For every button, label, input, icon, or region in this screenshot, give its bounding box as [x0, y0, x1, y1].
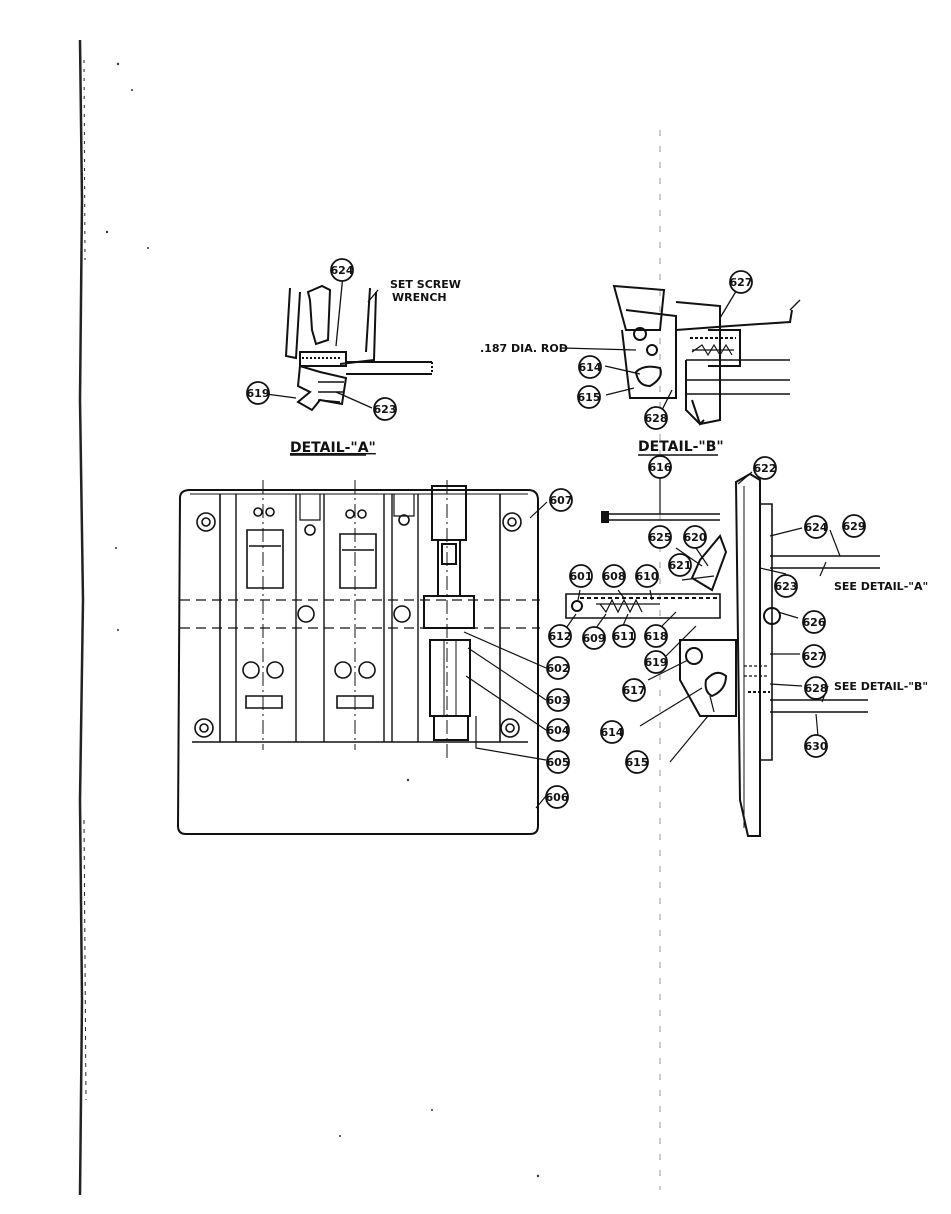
callout-circle-628 — [804, 676, 828, 700]
callout-label-627: 627 — [730, 276, 753, 289]
callout-bubbles: 624 619 623 627 614 615 628 607 602 603 604 605 606 6… — [246, 258, 866, 809]
set-screw-wrench-label-2: WRENCH — [392, 291, 447, 304]
callout-circle-615 — [577, 385, 601, 409]
callout-circle-617 — [622, 678, 646, 702]
callout-label-606: 606 — [546, 791, 569, 804]
scan-specks — [105, 62, 540, 1178]
callout-label-614: 614 — [601, 726, 624, 739]
callout-circle-625 — [648, 525, 672, 549]
callout-circle-612 — [548, 624, 572, 648]
callout-circle-611 — [612, 624, 636, 648]
callout-circle-623 — [774, 574, 798, 598]
callout-label-619: 619 — [645, 656, 668, 669]
callout-label-620: 620 — [684, 531, 707, 544]
callout-label-628: 628 — [805, 682, 828, 695]
callout-circle-605 — [546, 750, 570, 774]
set-screw-wrench-label: SET SCREW — [390, 278, 461, 291]
callout-circle-624 — [330, 258, 354, 282]
callout-circle-626 — [802, 610, 826, 634]
callout-label-605: 605 — [547, 756, 570, 769]
callout-label-611: 611 — [613, 630, 636, 643]
callout-label-617: 617 — [623, 684, 646, 697]
detail-a-title: DETAIL-"A" — [290, 440, 376, 456]
callout-label-610: 610 — [636, 570, 659, 583]
callout-label-621: 621 — [669, 559, 692, 572]
callout-circle-602 — [546, 656, 570, 680]
rod-label: .187 DIA. ROD — [480, 342, 568, 355]
callout-circle-606 — [545, 785, 569, 809]
callout-label-630: 630 — [805, 740, 828, 753]
callout-circle-619 — [644, 650, 668, 674]
callout-label-612: 612 — [549, 630, 572, 643]
callout-label-602: 602 — [547, 662, 570, 675]
callout-label-618: 618 — [645, 630, 668, 643]
callout-circle-628 — [644, 406, 668, 430]
side-view-assembly — [561, 471, 880, 837]
scan-edge-left — [78, 39, 87, 1196]
callout-label-625: 625 — [649, 531, 672, 544]
callout-label-624: 624 — [805, 521, 828, 534]
callout-circle-610 — [635, 564, 659, 588]
callout-circle-607 — [549, 488, 573, 512]
callout-label-619: 619 — [247, 387, 270, 400]
detail-b-title: DETAIL-"B" — [638, 439, 724, 455]
callout-circle-609 — [582, 626, 606, 650]
callout-circle-615 — [625, 750, 649, 774]
callout-circle-614 — [578, 355, 602, 379]
callout-circle-622 — [753, 456, 777, 480]
callout-circle-616 — [648, 455, 672, 479]
callout-circle-619 — [246, 381, 270, 405]
see-detail-b-label: SEE DETAIL-"B" — [834, 680, 928, 693]
callout-label-622: 622 — [754, 462, 777, 475]
callout-label-615: 615 — [626, 756, 649, 769]
callout-circle-623 — [373, 397, 397, 421]
callout-label-608: 608 — [603, 570, 626, 583]
detail-a — [265, 274, 433, 412]
callout-label-629: 629 — [843, 520, 866, 533]
callout-circle-618 — [644, 624, 668, 648]
callout-label-623: 623 — [374, 403, 397, 416]
callout-circle-604 — [546, 718, 570, 742]
callout-label-601: 601 — [570, 570, 593, 583]
callout-circle-627 — [729, 270, 753, 294]
callout-circle-614 — [600, 720, 624, 744]
callout-label-616: 616 — [649, 461, 672, 474]
see-detail-a-label: SEE DETAIL-"A" — [834, 580, 928, 593]
callout-circle-627 — [802, 644, 826, 668]
callout-label-604: 604 — [547, 724, 570, 737]
front-view-panel — [176, 480, 548, 835]
callout-circle-621 — [668, 553, 692, 577]
callout-circle-629 — [842, 514, 866, 538]
callout-circle-601 — [569, 564, 593, 588]
callout-label-615: 615 — [578, 391, 601, 404]
callout-label-607: 607 — [550, 494, 573, 507]
detail-b — [561, 284, 801, 426]
callout-label-628: 628 — [645, 412, 668, 425]
callout-circle-630 — [804, 734, 828, 758]
callout-circle-620 — [683, 525, 707, 549]
callout-label-624: 624 — [331, 264, 354, 277]
callout-label-626: 626 — [803, 616, 826, 629]
callout-label-614: 614 — [579, 361, 602, 374]
callout-circle-603 — [546, 688, 570, 712]
callout-circle-608 — [602, 564, 626, 588]
callout-circle-624 — [804, 515, 828, 539]
callout-label-609: 609 — [583, 632, 606, 645]
callout-label-623: 623 — [775, 580, 798, 593]
callout-label-627: 627 — [803, 650, 826, 663]
callout-label-603: 603 — [547, 694, 570, 707]
front-view-bolts — [194, 507, 522, 738]
